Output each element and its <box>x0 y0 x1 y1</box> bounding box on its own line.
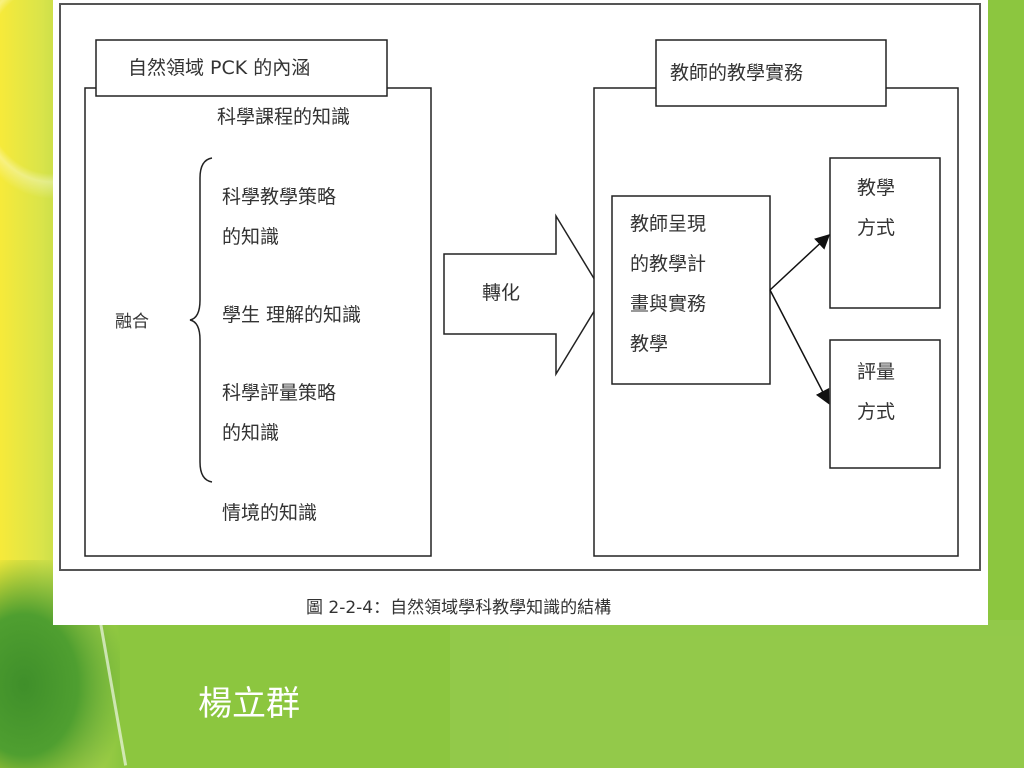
plan-line2: 的教學計 <box>630 253 707 275</box>
outer-frame <box>59 3 981 571</box>
merge-label: 融合 <box>115 312 149 332</box>
brace-shape <box>189 157 213 483</box>
assessment-method-box <box>829 339 941 469</box>
right-header-box <box>655 39 887 107</box>
plan-line1: 教師呈現 <box>630 213 707 235</box>
assessment-method-line1: 評量 <box>857 361 896 383</box>
transform-label: 轉化 <box>482 282 521 304</box>
assessment-method-line2: 方式 <box>857 401 896 423</box>
student-understanding-label: 學生 理解的知識 <box>222 304 362 326</box>
transform-arrow <box>443 213 605 377</box>
left-panel-box <box>84 87 432 557</box>
strategy-knowledge-line2: 的知識 <box>222 226 280 248</box>
curriculum-knowledge-label: 科學課程的知識 <box>217 106 351 128</box>
teaching-method-line2: 方式 <box>857 217 896 239</box>
assessment-strategy-line1: 科學評量策略 <box>222 382 337 404</box>
plan-line4: 教學 <box>630 333 669 355</box>
figure-caption: 圖 2-2-4：自然領域學科教學知識的結構 <box>306 598 612 618</box>
strategy-knowledge-line1: 科學教學策略 <box>222 186 337 208</box>
arrow-to-teaching <box>769 233 831 291</box>
assessment-strategy-line2: 的知識 <box>222 422 280 444</box>
left-header-label: 自然領域 PCK 的內涵 <box>128 57 311 79</box>
author-name: 楊立群 <box>198 684 300 724</box>
right-header-label: 教師的教學實務 <box>670 62 804 84</box>
teaching-method-box <box>829 157 941 309</box>
arrow-to-assessment <box>769 289 830 405</box>
plan-box <box>611 195 771 385</box>
background-panel <box>450 620 1024 768</box>
context-knowledge-label: 情境的知識 <box>222 502 318 524</box>
left-header-box <box>95 39 388 97</box>
plan-line3: 畫與實務 <box>630 293 707 315</box>
teaching-method-line1: 教學 <box>857 177 896 199</box>
